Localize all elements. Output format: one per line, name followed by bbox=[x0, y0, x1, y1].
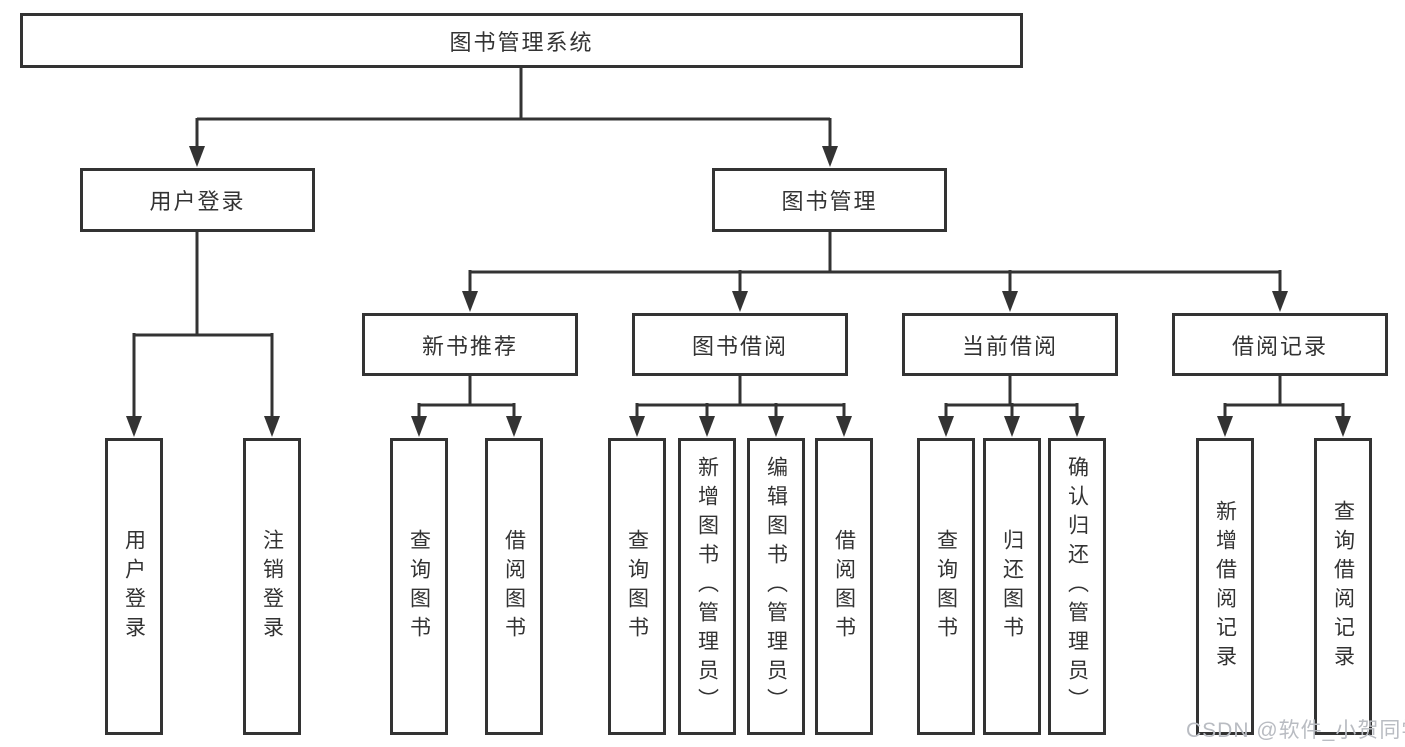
node-leaf-borrow-books-recommend: 借阅图书 bbox=[485, 438, 543, 735]
arrow-query-borrow-record bbox=[1335, 416, 1351, 437]
arrow-borrow-books-borrow bbox=[836, 416, 852, 437]
arrow-book-borrow bbox=[732, 291, 748, 312]
node-borrow-records: 借阅记录 bbox=[1172, 313, 1388, 376]
node-leaf-query-books-borrow: 查询图书 bbox=[608, 438, 666, 735]
node-leaf-query-books-recommend: 查询图书 bbox=[390, 438, 448, 735]
node-leaf-logout: 注销登录 bbox=[243, 438, 301, 735]
node-leaf-user-login: 用户登录 bbox=[105, 438, 163, 735]
arrow-return-books bbox=[1004, 416, 1020, 437]
node-leaf-query-books-current: 查询图书 bbox=[917, 438, 975, 735]
watermark: CSDN @软件_小贺同学 bbox=[1186, 719, 1405, 742]
node-leaf-add-books-admin: 新增图书（管理员） bbox=[678, 438, 736, 735]
node-book-management: 图书管理 bbox=[712, 168, 947, 232]
arrow-query-books-recommend bbox=[411, 416, 427, 437]
node-current-borrow: 当前借阅 bbox=[902, 313, 1118, 376]
arrow-leaf-user-login bbox=[126, 416, 142, 437]
node-new-book-recommend: 新书推荐 bbox=[362, 313, 578, 376]
node-leaf-return-books: 归还图书 bbox=[983, 438, 1041, 735]
arrow-query-books-current bbox=[938, 416, 954, 437]
arrow-leaf-logout bbox=[264, 416, 280, 437]
node-leaf-edit-books-admin: 编辑图书（管理员） bbox=[747, 438, 805, 735]
arrow-book-management bbox=[822, 146, 838, 167]
arrow-query-books-borrow bbox=[629, 416, 645, 437]
node-book-borrow: 图书借阅 bbox=[632, 313, 848, 376]
arrow-user-login bbox=[189, 146, 205, 167]
arrow-add-borrow-record bbox=[1217, 416, 1233, 437]
node-leaf-confirm-return-admin: 确认归还（管理员） bbox=[1048, 438, 1106, 735]
arrow-new-book-recommend bbox=[462, 291, 478, 312]
arrow-edit-books-admin bbox=[768, 416, 784, 437]
arrow-add-books-admin bbox=[699, 416, 715, 437]
arrow-borrow-books-recommend bbox=[506, 416, 522, 437]
node-leaf-borrow-books-borrow: 借阅图书 bbox=[815, 438, 873, 735]
node-leaf-add-borrow-record: 新增借阅记录 bbox=[1196, 438, 1254, 735]
node-user-login: 用户登录 bbox=[80, 168, 315, 232]
node-leaf-query-borrow-record: 查询借阅记录 bbox=[1314, 438, 1372, 735]
arrow-current-borrow bbox=[1002, 291, 1018, 312]
node-root: 图书管理系统 bbox=[20, 13, 1023, 68]
arrow-confirm-return-admin bbox=[1069, 416, 1085, 437]
arrow-borrow-records bbox=[1272, 291, 1288, 312]
